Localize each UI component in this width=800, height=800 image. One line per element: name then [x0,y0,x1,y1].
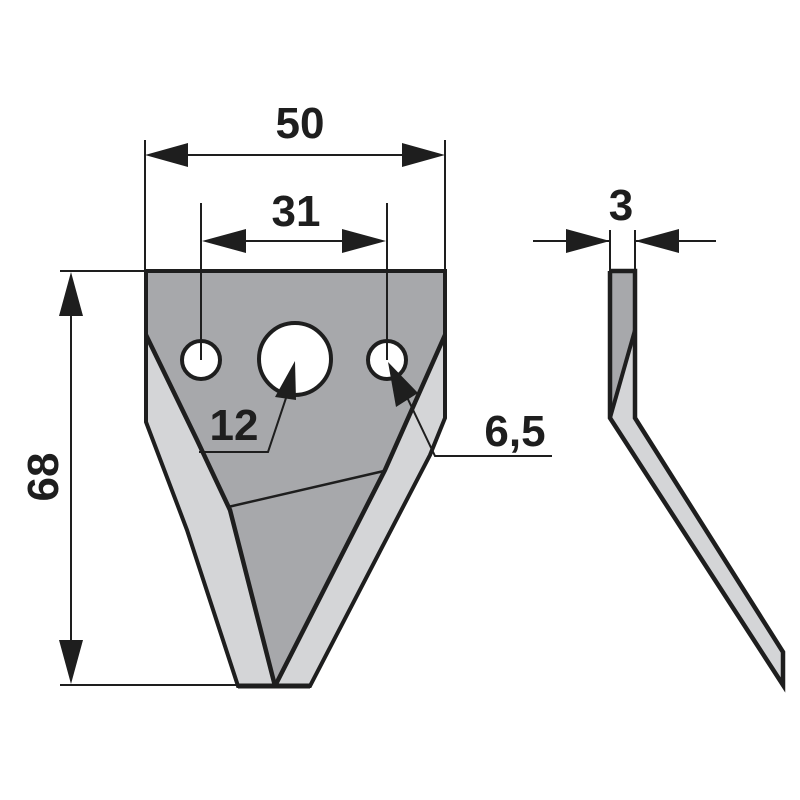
arrow-left-icon [202,229,246,253]
left-bevel [146,335,275,686]
side-face [610,271,635,418]
thickness-dimension [533,229,716,271]
arrow-up-icon [59,272,83,316]
side-bevel [610,330,783,685]
arrow-right-icon [342,229,386,253]
arrow-right-icon [566,229,610,253]
arrow-leader-12-icon [275,361,296,400]
dim-label-width: 50 [276,99,325,148]
right-bevel-edge [272,334,448,688]
arrow-down-icon [59,640,83,684]
dim-label-center-hole: 12 [210,401,259,450]
dim-label-hole-spacing: 31 [272,187,321,236]
leader-6-5 [394,371,552,457]
side-bevel-edge [608,329,637,419]
arrow-leader-6-5-icon [388,362,418,407]
break-line [227,469,385,509]
dimension-lines [59,140,552,686]
dim-label-side-hole: 6,5 [484,407,545,456]
side-view [607,268,786,693]
arrow-left-icon [635,229,679,253]
dim-label-height: 68 [19,453,68,502]
leader-12 [199,391,289,453]
left-bevel-edge [143,334,278,687]
front-view [143,269,448,689]
dim-label-thickness: 3 [609,181,633,230]
arrow-right-icon [402,143,445,167]
arrow-left-icon [145,143,188,167]
blade-face [146,271,445,686]
